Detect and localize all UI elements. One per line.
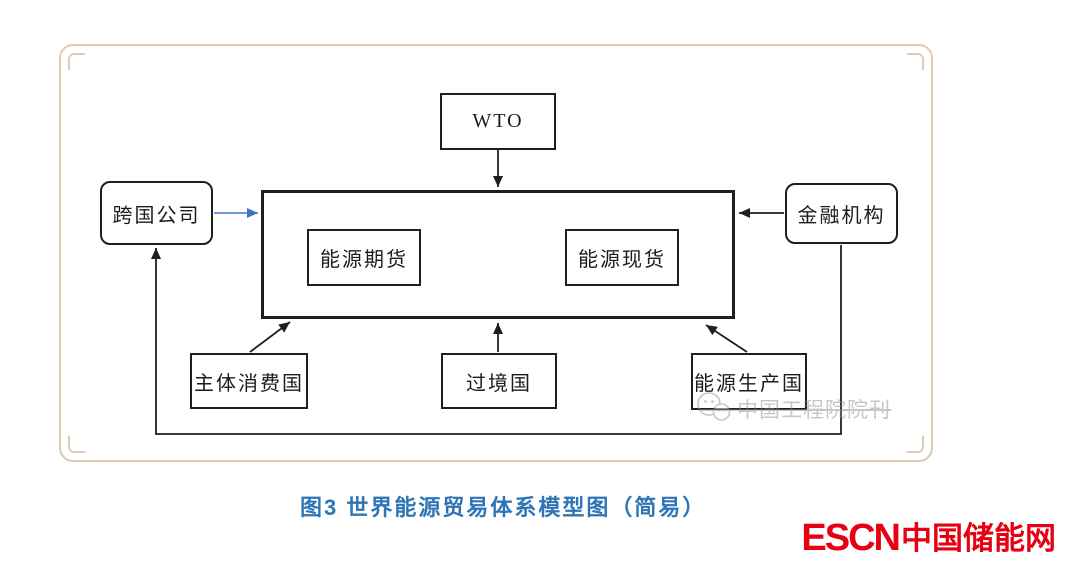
edge-financial-to-multinational <box>151 245 842 435</box>
node-market-box: 能源期货 能源现货 <box>261 190 735 319</box>
node-main-consumer-countries: 主体消费国 <box>190 353 308 409</box>
frame-corner-decoration <box>68 53 85 70</box>
node-multinational-company: 跨国公司 <box>100 181 213 245</box>
frame-corner-decoration <box>907 53 924 70</box>
frame-corner-decoration <box>68 436 85 453</box>
edge-consumer-to-market <box>249 321 291 353</box>
node-financial-institution: 金融机构 <box>785 183 898 244</box>
diagram-frame <box>59 44 933 462</box>
figure-caption: 图3 世界能源贸易体系模型图（简易） <box>300 495 707 520</box>
watermark: 中国工程院院刊 <box>696 391 891 428</box>
escn-logo: ESCN 中国储能网 <box>801 519 1056 557</box>
node-energy-producer-countries: 能源生产国 <box>691 353 807 410</box>
escn-logo-latin: ESCN <box>801 517 901 559</box>
frame-corner-decoration <box>907 436 924 453</box>
wechat-icon <box>696 391 732 428</box>
node-transit-countries: 过境国 <box>441 353 557 409</box>
edge-producer-to-market <box>705 324 748 353</box>
node-energy-futures: 能源期货 <box>307 229 421 286</box>
node-wto: WTO <box>440 93 556 150</box>
watermark-strike-line <box>698 409 891 411</box>
escn-logo-cjk: 中国储能网 <box>901 520 1056 556</box>
node-energy-spot: 能源现货 <box>565 229 679 286</box>
